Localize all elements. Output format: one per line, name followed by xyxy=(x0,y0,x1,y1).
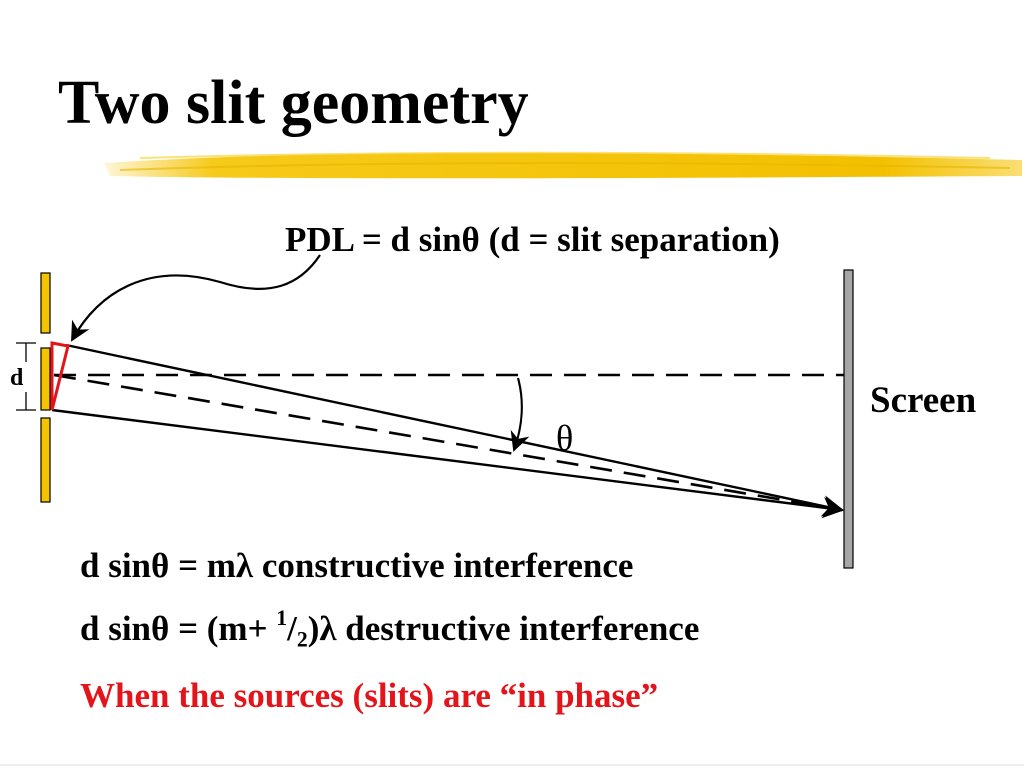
barrier-top xyxy=(40,272,51,334)
pdl-prefix: PDL = d sin xyxy=(285,220,462,259)
pdl-pointer-arrow xyxy=(71,254,321,342)
footer-line xyxy=(0,764,1024,766)
eq2-mid: = (m+ xyxy=(169,609,277,648)
slide-title: Two slit geometry xyxy=(58,69,529,137)
eq2-theta: θ xyxy=(151,609,170,648)
eq1-mid: = m xyxy=(169,546,236,585)
pdl-theta: θ xyxy=(461,220,480,259)
eq2-prefix: d sin xyxy=(80,609,152,648)
eq2-numerator: 1 xyxy=(276,605,288,630)
d-label: d xyxy=(10,365,24,391)
eq1-theta: θ xyxy=(151,546,170,585)
pdl-triangle xyxy=(50,341,70,411)
ray-top xyxy=(65,343,845,517)
eq1-prefix: d sin xyxy=(80,546,152,585)
d-dimension xyxy=(16,342,36,411)
barrier-bottom xyxy=(40,417,51,503)
screen xyxy=(843,269,854,569)
screen-label: Screen xyxy=(870,380,977,421)
eq2-lambda: λ xyxy=(319,609,337,648)
barrier-middle xyxy=(40,347,51,411)
theta-label: θ xyxy=(556,418,574,458)
eq2-denominator: 2 xyxy=(296,627,308,652)
eq1-lambda: λ xyxy=(235,546,254,585)
eq1-suffix: constructive interference xyxy=(253,546,634,585)
phase-note: When the sources (slits) are “in phase” xyxy=(80,676,659,715)
destructive-equation: d sinθ = (m+ 1/2)λ destructive interfere… xyxy=(80,607,700,650)
eq2-close: ) xyxy=(307,609,320,648)
ray-bottom xyxy=(51,408,845,519)
theta-arc-arrow xyxy=(510,377,530,452)
constructive-equation: d sinθ = mλ constructive interference xyxy=(80,548,633,583)
pdl-suffix: (d = slit separation) xyxy=(479,220,780,259)
pdl-equation: PDL = d sinθ (d = slit separation) xyxy=(285,222,780,257)
eq2-slash: / xyxy=(287,609,297,648)
angled-center-line xyxy=(53,373,843,512)
highlighter-underline xyxy=(104,151,1022,179)
eq2-suffix: destructive interference xyxy=(336,609,700,648)
